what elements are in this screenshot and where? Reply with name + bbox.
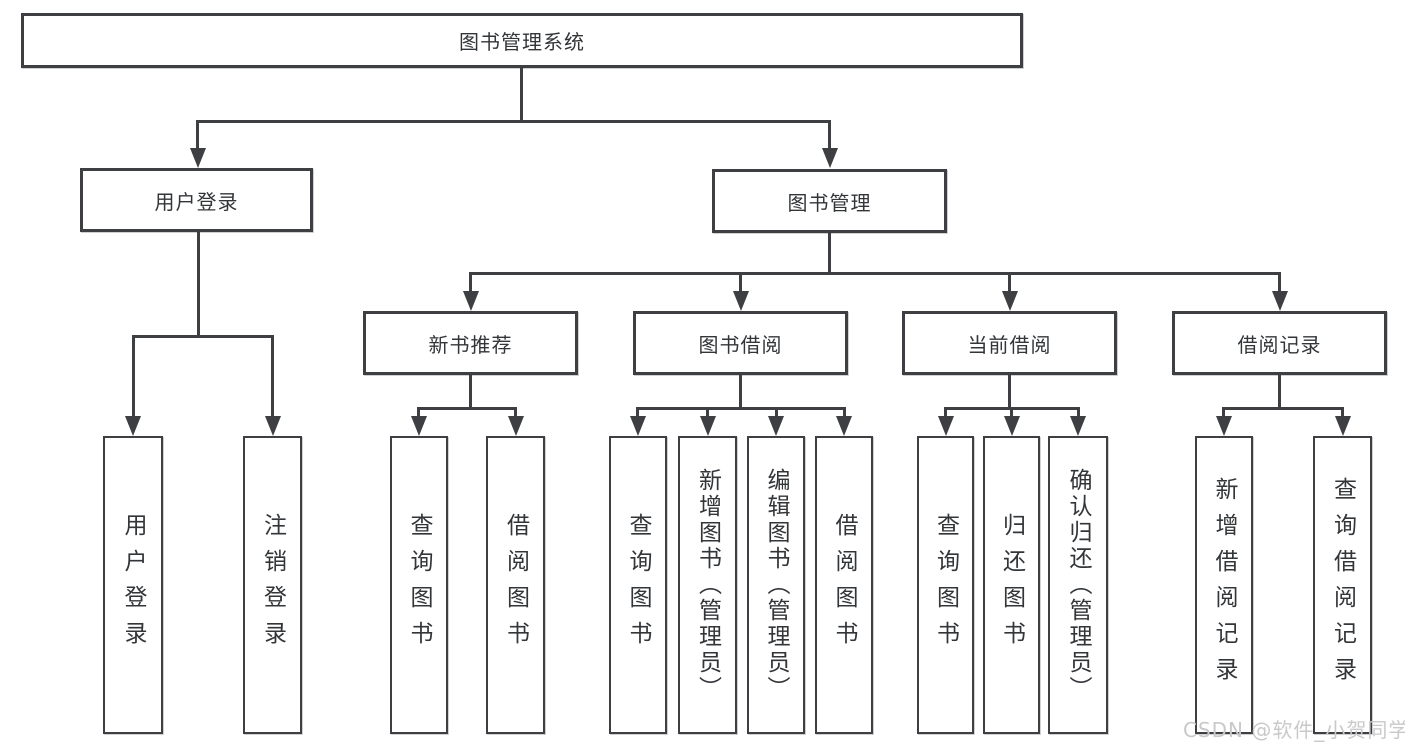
- leaf-current-query-book: 查询图书: [917, 436, 974, 734]
- csdn-watermark: CSDN @软件_小贺同学: [1183, 718, 1405, 742]
- connector-line: [1008, 373, 1011, 407]
- connector-line: [775, 407, 778, 417]
- connector-line: [196, 120, 831, 123]
- connector-line: [828, 230, 831, 272]
- connector-line: [944, 407, 947, 417]
- leaf-recommend-query-book: 查询图书: [390, 436, 448, 734]
- leaf-user-login: 用户登录: [103, 436, 163, 734]
- arrow-down-icon: [125, 416, 141, 436]
- connector-line: [828, 120, 831, 150]
- arrow-down-icon: [1335, 416, 1351, 436]
- connector-line: [196, 120, 199, 150]
- arrow-down-icon: [768, 416, 784, 436]
- leaf-borrow-query-book: 查询图书: [609, 436, 667, 734]
- connector-line: [132, 335, 135, 417]
- connector-line: [1222, 407, 1344, 410]
- connector-line: [1008, 272, 1011, 292]
- leaf-record-add: 新增借阅记录: [1195, 436, 1253, 734]
- arrow-down-icon: [1002, 291, 1018, 311]
- connector-line: [843, 407, 846, 417]
- connector-line: [520, 66, 523, 120]
- node-new-book-recommend: 新书推荐: [363, 311, 578, 375]
- connector-line: [417, 407, 420, 417]
- connector-line: [1010, 407, 1013, 417]
- node-book-management: 图书管理: [712, 169, 947, 233]
- arrow-down-icon: [836, 416, 852, 436]
- arrow-down-icon: [1216, 416, 1232, 436]
- leaf-current-confirm-return-admin: 确认归还（管理员）: [1048, 436, 1108, 734]
- arrow-down-icon: [1272, 291, 1288, 311]
- arrow-down-icon: [411, 416, 427, 436]
- connector-line: [132, 335, 273, 338]
- leaf-borrow-edit-book-admin: 编辑图书（管理员）: [747, 436, 805, 734]
- node-root: 图书管理系统: [21, 13, 1023, 68]
- leaf-borrow-add-book-admin: 新增图书（管理员）: [678, 436, 737, 734]
- connector-line: [469, 272, 1281, 275]
- leaf-current-return-book: 归还图书: [983, 436, 1040, 734]
- arrow-down-icon: [700, 416, 716, 436]
- connector-line: [1077, 407, 1080, 417]
- connector-line: [1341, 407, 1344, 417]
- connector-line: [739, 373, 742, 407]
- arrow-down-icon: [265, 416, 281, 436]
- connector-line: [1222, 407, 1225, 417]
- connector-line: [739, 272, 742, 292]
- arrow-down-icon: [463, 291, 479, 311]
- connector-line: [1278, 373, 1281, 407]
- arrow-down-icon: [1004, 416, 1020, 436]
- connector-line: [636, 407, 846, 410]
- arrow-down-icon: [508, 416, 524, 436]
- connector-line: [514, 407, 517, 417]
- connector-line: [1278, 272, 1281, 292]
- arrow-down-icon: [630, 416, 646, 436]
- arrow-down-icon: [938, 416, 954, 436]
- connector-line: [469, 272, 472, 292]
- node-borrow-record: 借阅记录: [1172, 311, 1387, 375]
- connector-line: [636, 407, 639, 417]
- node-user-login: 用户登录: [80, 168, 313, 232]
- arrow-down-icon: [822, 148, 838, 168]
- connector-line: [469, 373, 472, 407]
- connector-line: [706, 407, 709, 417]
- node-current-borrow: 当前借阅: [902, 311, 1117, 375]
- leaf-logout: 注销登录: [243, 436, 302, 734]
- connector-line: [271, 335, 274, 417]
- leaf-borrow-borrow-book: 借阅图书: [815, 436, 873, 734]
- connector-line: [197, 229, 200, 335]
- node-book-borrow: 图书借阅: [633, 311, 848, 375]
- arrow-down-icon: [1070, 416, 1086, 436]
- arrow-down-icon: [190, 148, 206, 168]
- leaf-recommend-borrow-book: 借阅图书: [486, 436, 545, 734]
- connector-line: [417, 407, 517, 410]
- leaf-record-query: 查询借阅记录: [1313, 436, 1372, 734]
- arrow-down-icon: [733, 291, 749, 311]
